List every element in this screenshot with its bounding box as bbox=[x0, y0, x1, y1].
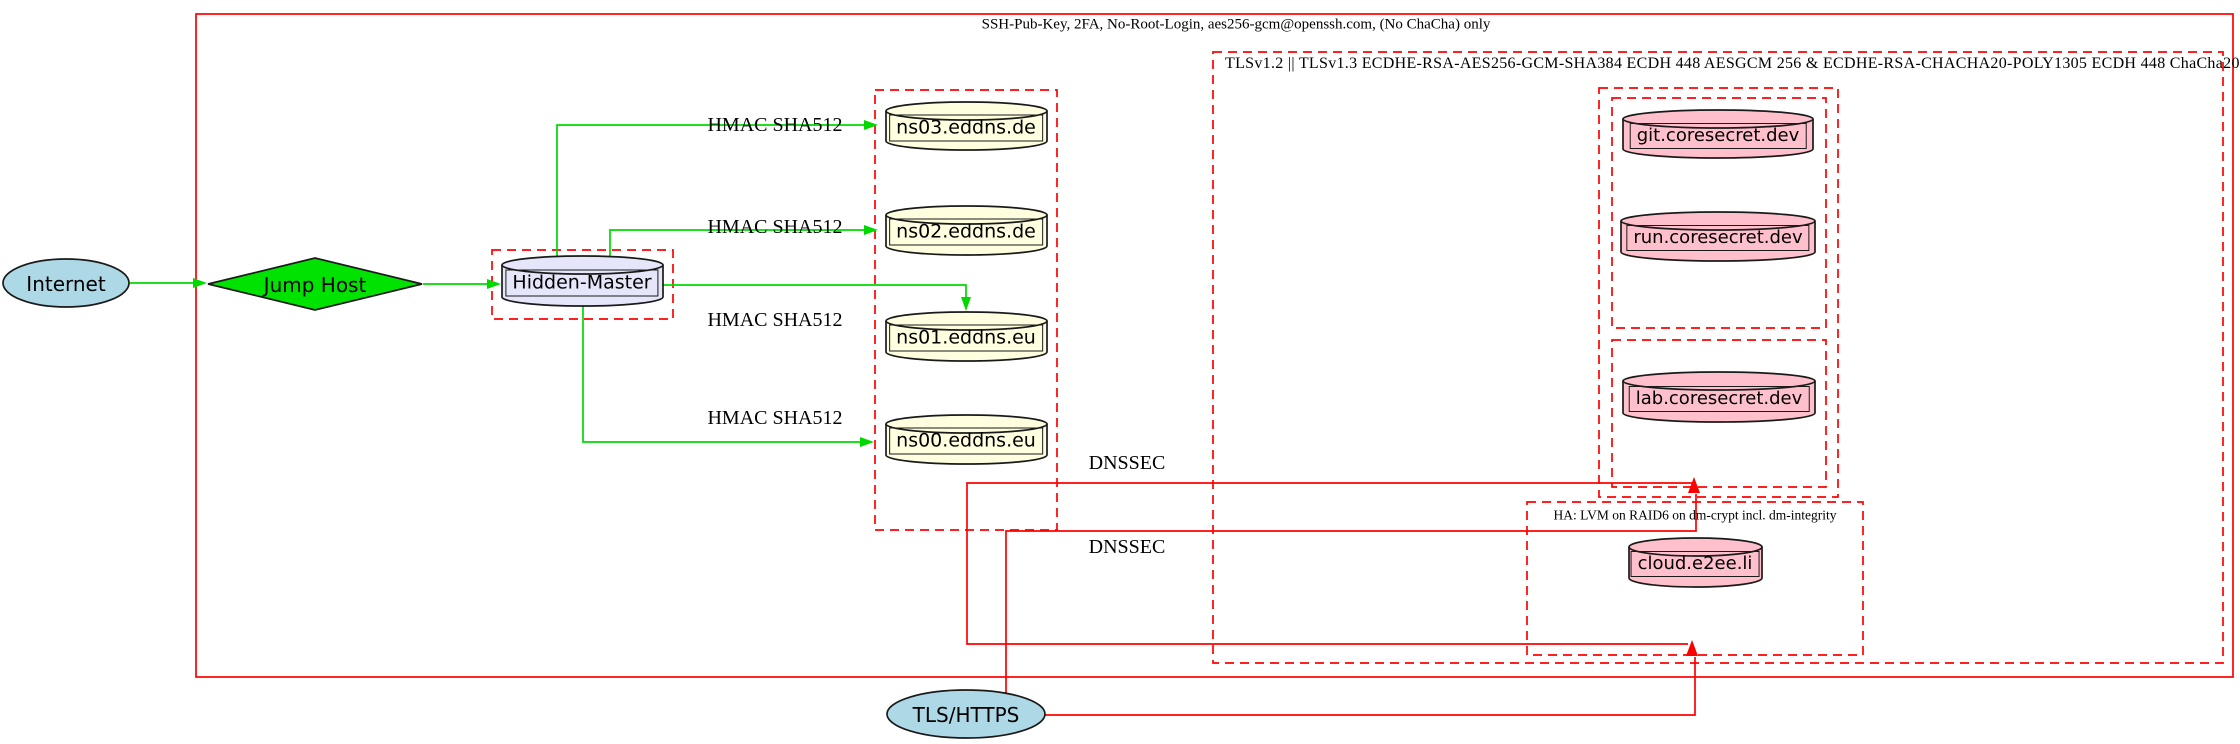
hidden-master-label: Hidden-Master bbox=[505, 269, 659, 297]
ssh-cluster-label: SSH-Pub-Key, 2FA, No-Root-Login, aes256-… bbox=[981, 16, 1491, 33]
run-label: run.coresecret.dev bbox=[1626, 225, 1810, 251]
green-edges bbox=[130, 124, 967, 443]
tls-cluster-label: TLSv1.2 || TLSv1.3 ECDHE-RSA-AES256-GCM-… bbox=[1225, 55, 2240, 72]
vserver-outer-cluster-box bbox=[1598, 87, 1839, 498]
lab-cylinder bbox=[1622, 371, 1816, 423]
ns02-label: ns02.eddns.de bbox=[889, 218, 1043, 246]
ns01-label: ns01.eddns.eu bbox=[889, 324, 1043, 352]
tls-https-node bbox=[886, 689, 1046, 739]
dns-cluster-box bbox=[874, 89, 1058, 531]
ssh-cluster-box bbox=[195, 13, 2234, 678]
git-label: git.coresecret.dev bbox=[1629, 123, 1807, 149]
red-edges bbox=[966, 482, 1697, 716]
tls-https-label: TLS/HTTPS bbox=[912, 703, 1020, 727]
gitrun-cluster-box bbox=[1611, 97, 1827, 329]
edge-label-hmac-ns03: HMAC SHA512 bbox=[707, 114, 843, 136]
cloud-label: cloud.e2ee.li bbox=[1630, 551, 1760, 577]
red-arrowheads bbox=[1686, 477, 1700, 656]
jump-host-label: Jump Host bbox=[263, 273, 367, 297]
edge-label-dnssec-2: DNSSEC bbox=[1088, 536, 1166, 558]
jump-host-node bbox=[207, 257, 423, 311]
internet-node bbox=[2, 258, 130, 308]
edge-label-hmac-ns00: HMAC SHA512 bbox=[707, 407, 843, 429]
ha-cluster-box bbox=[1526, 501, 1864, 656]
internet-label: Internet bbox=[26, 272, 106, 296]
hidden-master-cylinder bbox=[501, 255, 664, 307]
cloud-cylinder bbox=[1628, 537, 1763, 588]
green-arrowheads bbox=[193, 120, 971, 447]
edge-label-hmac-ns02: HMAC SHA512 bbox=[707, 216, 843, 238]
edge-label-dnssec-1: DNSSEC bbox=[1088, 452, 1166, 474]
lab-label: lab.coresecret.dev bbox=[1628, 386, 1810, 412]
edge-label-hmac-ns01: HMAC SHA512 bbox=[707, 309, 843, 331]
lab-cluster-box bbox=[1611, 339, 1827, 488]
ha-cluster-label: HA: LVM on RAID6 on dm-crypt incl. dm-in… bbox=[1553, 507, 1837, 523]
ns03-label: ns03.eddns.de bbox=[889, 114, 1043, 142]
ns00-label: ns00.eddns.eu bbox=[889, 427, 1043, 455]
